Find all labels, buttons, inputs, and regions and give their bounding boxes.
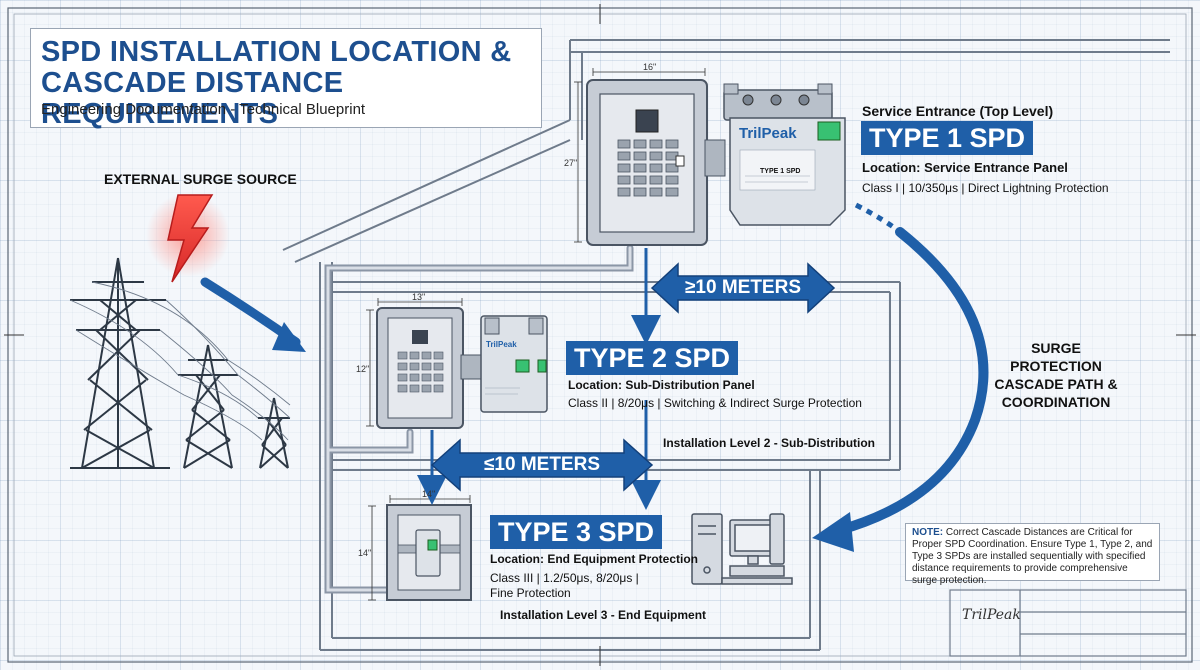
type1-location: Location: Service Entrance Panel bbox=[862, 160, 1068, 175]
type1-width-dim: 16" bbox=[643, 62, 657, 72]
cascade-dash bbox=[854, 202, 902, 234]
type1-spec: Class I | 10/350μs | Direct Lightning Pr… bbox=[862, 181, 1109, 195]
tower-large bbox=[70, 257, 170, 469]
surge-source-label: EXTERNAL SURGE SOURCE bbox=[104, 171, 297, 187]
type2-width-dim: 13" bbox=[412, 292, 426, 302]
type1-brand: TrilPeak bbox=[739, 125, 797, 142]
type1-badge: TYPE 1 SPD bbox=[861, 121, 1034, 155]
type3-level-label: Installation Level 3 - End Equipment bbox=[500, 608, 707, 622]
type2-badge: TYPE 2 SPD bbox=[566, 341, 739, 375]
type3-badge: TYPE 3 SPD bbox=[490, 515, 663, 549]
power-towers bbox=[70, 257, 290, 469]
type2-device bbox=[480, 315, 548, 413]
note-box: NOTE: Correct Cascade Distances are Crit… bbox=[905, 523, 1160, 586]
subtitle: Engineering Documentation - Technical Bl… bbox=[41, 101, 366, 118]
type3-width-dim: 14" bbox=[422, 489, 436, 499]
type1-level-label: Service Entrance (Top Level) bbox=[862, 103, 1054, 119]
signature: TrilPeak bbox=[962, 607, 1021, 623]
title-line-1: SPD INSTALLATION LOCATION & bbox=[41, 36, 512, 68]
page-title: SPD INSTALLATION LOCATION & CASCADE DIST… bbox=[41, 37, 541, 130]
type3-height-dim: 14" bbox=[358, 548, 372, 558]
distance-upper-label: ≥10 METERS bbox=[684, 277, 801, 298]
tower-medium bbox=[178, 344, 238, 469]
cascade-label: SURGE PROTECTION CASCADE PATH & COORDINA… bbox=[986, 339, 1126, 411]
type3-location: Location: End Equipment Protection bbox=[490, 552, 698, 566]
power-lines bbox=[69, 281, 291, 441]
title-line-2: CASCADE DISTANCE REQUIREMENTS bbox=[41, 67, 344, 130]
type2-spec: Class II | 8/20μs | Switching & Indirect… bbox=[568, 396, 862, 410]
type1-device-label: TYPE 1 SPD bbox=[760, 168, 801, 175]
cascade-line-2: CASCADE PATH & bbox=[994, 376, 1118, 392]
distance-arrow-lower bbox=[430, 438, 654, 492]
type1-device bbox=[723, 83, 846, 226]
distance-arrow-upper bbox=[650, 262, 836, 314]
type3-spec-line2: Fine Protection bbox=[490, 586, 571, 600]
cascade-line-3: COORDINATION bbox=[1001, 394, 1111, 410]
type1-height-dim: 27" bbox=[564, 158, 578, 168]
type2-panel bbox=[376, 307, 464, 429]
title-box: SPD INSTALLATION LOCATION & CASCADE DIST… bbox=[30, 28, 542, 130]
type1-dimensions bbox=[574, 68, 706, 243]
type2-brand: TrilPeak bbox=[486, 340, 517, 349]
type2-height-dim: 12" bbox=[356, 364, 370, 374]
type2-dimensions bbox=[366, 298, 463, 427]
type2-location: Location: Sub-Distribution Panel bbox=[568, 378, 755, 392]
note-label: NOTE: bbox=[912, 527, 944, 538]
tower-small bbox=[258, 397, 290, 469]
cascade-line-1: SURGE PROTECTION bbox=[1010, 340, 1102, 374]
cascade-path-arrow bbox=[835, 227, 989, 535]
type2-level-label: Installation Level 2 - Sub-Distribution bbox=[663, 436, 876, 450]
note-text: Correct Cascade Distances are Critical f… bbox=[912, 527, 1153, 586]
computer-icon bbox=[691, 513, 793, 585]
title-block bbox=[949, 589, 1187, 657]
crosshairs bbox=[4, 4, 1196, 666]
lightning-bolt-icon bbox=[167, 194, 214, 283]
type1-panel bbox=[586, 79, 708, 246]
type3-panel bbox=[386, 504, 472, 601]
distance-lower-label: ≤10 METERS bbox=[483, 454, 600, 475]
type3-spec-line1: Class III | 1.2/50μs, 8/20μs | bbox=[490, 571, 639, 585]
